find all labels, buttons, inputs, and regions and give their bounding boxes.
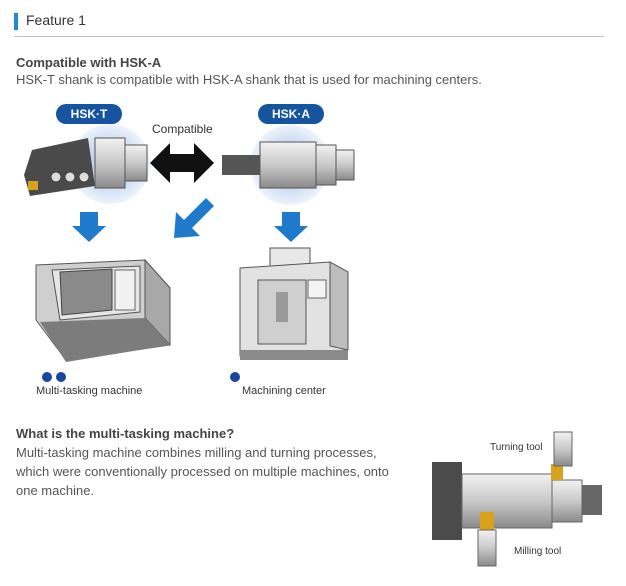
feature-title: Feature 1 [26,12,86,28]
hsk-a-badge: HSK·A [258,104,324,124]
header-accent-bar [14,13,18,30]
multi-tasking-dot-1 [42,372,52,382]
section-heading-multitasking: What is the multi-tasking machine? [16,426,235,441]
machining-center [239,247,349,360]
section-heading-compatible: Compatible with HSK-A [16,55,162,70]
multi-tasking-machine [35,258,171,362]
arrow-down-left [72,212,106,242]
hsk-t-badge: HSK·T [56,104,122,124]
compatible-label: Compatible [152,122,213,136]
section-text-line-2: which were conventionally processed on m… [16,464,389,479]
multi-tasking-caption: Multi-tasking machine [36,385,143,397]
compatible-double-arrow [150,143,214,183]
milling-tool-label: Milling tool [514,546,562,557]
arrow-diagonal [174,198,214,238]
section-text-compatible: HSK-T shank is compatible with HSK-A sha… [16,72,482,87]
machining-center-dot [230,372,240,382]
section-text-line-1: Multi-tasking machine combines milling a… [16,445,377,460]
multi-tasking-process-illustration [432,431,602,567]
arrow-down-right [274,212,308,242]
feature-header: Feature 1 [14,8,604,37]
machining-center-caption: Machining center [242,385,326,397]
multi-tasking-dot-2 [56,372,66,382]
hsk-a-holder [222,125,355,205]
section-text-line-3: one machine. [16,483,95,498]
turning-tool-label: Turning tool [490,442,543,453]
hsk-t-holder [24,124,150,204]
